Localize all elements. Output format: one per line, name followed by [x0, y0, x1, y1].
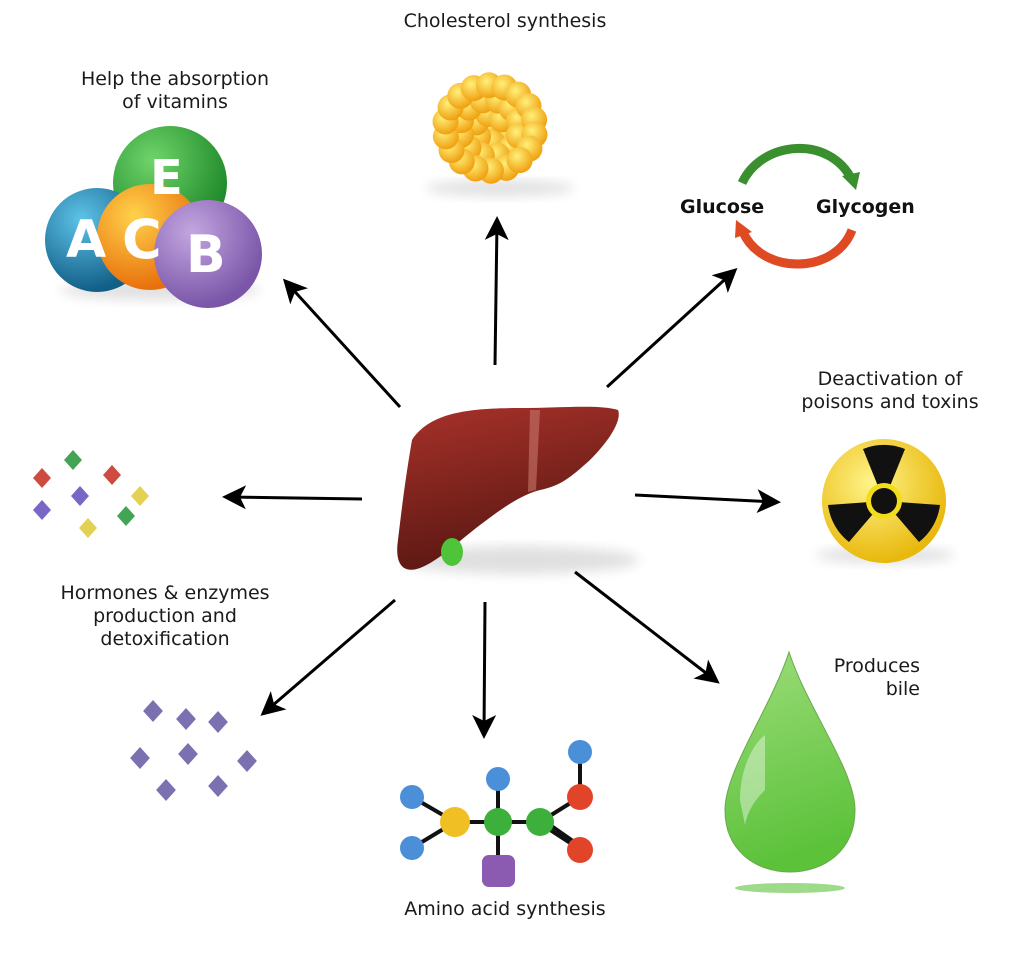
arrows — [222, 216, 781, 739]
gallbladder-icon — [441, 538, 463, 566]
vitamin-balls-icon — [45, 126, 262, 308]
vitamin-b-letter: B — [186, 225, 226, 285]
label-hormones: Hormones & enzymes production and detoxi… — [30, 582, 300, 651]
label-glycogen: Glycogen — [816, 196, 915, 218]
crystal — [64, 450, 82, 470]
label-line: Help the absorption — [80, 68, 270, 90]
arrow-to-hormones — [222, 485, 363, 510]
crystal — [208, 711, 228, 733]
radiation-hazard-icon — [815, 439, 955, 563]
cycle-forward-arrow — [737, 143, 857, 186]
label-cholesterol: Cholesterol synthesis — [370, 10, 640, 33]
crystal — [237, 750, 257, 772]
crystal — [143, 700, 163, 722]
arrow-to-amino — [472, 601, 497, 739]
cycle-reverse-arrow — [738, 228, 857, 269]
label-toxins: Deactivation of poisons and toxins — [780, 368, 1000, 414]
label-line: production and — [93, 605, 237, 627]
crystal — [176, 708, 196, 730]
label-amino: Amino acid synthesis — [370, 898, 640, 921]
crystal — [79, 518, 97, 538]
cholesterol-sphere — [506, 147, 533, 174]
crystal — [103, 465, 121, 485]
arrow-to-glycogen — [605, 267, 738, 389]
crystal — [156, 779, 176, 801]
label-line: Deactivation of — [817, 368, 963, 390]
vitamin-a-letter: A — [66, 210, 107, 270]
liver-icon — [397, 406, 640, 574]
label-glucose: Glucose — [680, 196, 765, 218]
amino-acid-molecule-icon — [400, 740, 593, 887]
label-bile: Produces bile — [790, 655, 920, 701]
label-line: poisons and toxins — [801, 391, 979, 413]
label-line: of vitamins — [122, 91, 228, 113]
crystal — [130, 747, 150, 769]
glucose-glycogen-cycle-icon — [735, 143, 860, 269]
arrow-to-bile — [574, 570, 720, 684]
crystal — [33, 468, 51, 488]
label-line: Hormones & enzymes — [60, 582, 270, 604]
label-vitamins: Help the absorption of vitamins — [40, 68, 310, 114]
vitamin-e-letter: E — [150, 150, 183, 206]
crystal — [117, 506, 135, 526]
purple-crystals-icon — [130, 700, 257, 801]
arrow-to-vitamins — [282, 278, 402, 409]
crystal — [178, 743, 198, 765]
bile-drop-icon — [724, 650, 856, 893]
colored-crystals-icon — [33, 450, 149, 538]
arrow-to-toxins — [634, 489, 781, 514]
arrow-to-cholesterol — [484, 216, 509, 366]
label-line: Amino acid synthesis — [404, 898, 606, 920]
cholesterol-cluster-icon — [425, 72, 575, 196]
crystal — [71, 486, 89, 506]
label-line: Produces — [833, 655, 920, 677]
label-line: bile — [885, 678, 920, 700]
crystal — [131, 486, 149, 506]
crystal — [33, 500, 51, 520]
label-line: Cholesterol synthesis — [403, 10, 607, 32]
arrow-to-enzymes — [260, 598, 396, 716]
vitamin-c-letter: C — [122, 208, 162, 271]
crystal — [208, 775, 228, 797]
label-line: detoxification — [100, 628, 230, 650]
